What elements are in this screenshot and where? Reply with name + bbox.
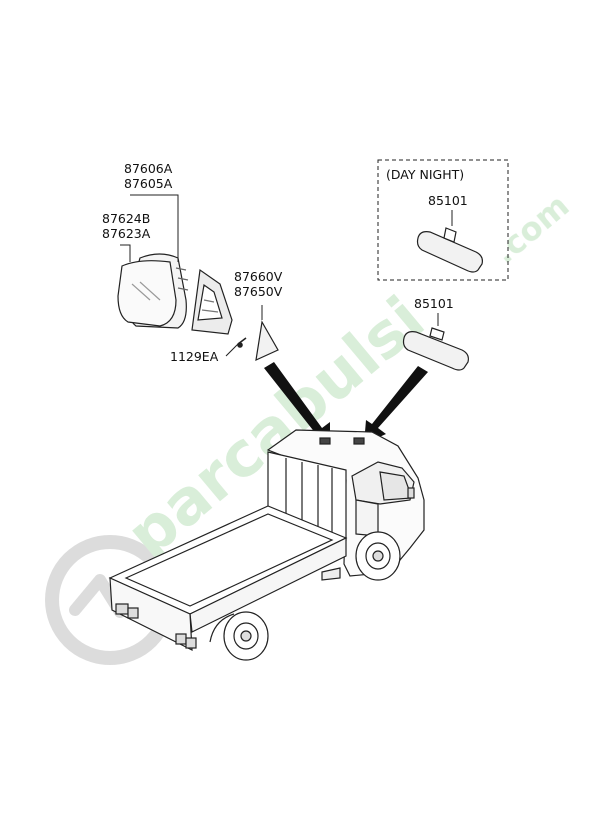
- truck-illustration: [108, 429, 425, 661]
- inside-mirror-daynight: [416, 227, 483, 273]
- inside-mirror: [402, 327, 469, 371]
- front-wheel: [355, 531, 401, 581]
- label-87660V: 87660V: [234, 269, 283, 284]
- rear-wheel: [209, 611, 269, 661]
- label-85101-daynight: 85101: [428, 193, 468, 208]
- label-87623A: 87623A: [102, 226, 151, 241]
- mirror-glass: [117, 260, 177, 327]
- label-85101: 85101: [414, 296, 454, 311]
- leader-lines-outside: [120, 194, 263, 357]
- watermark-suffix: .com: [486, 186, 577, 271]
- daynight-box: [377, 159, 509, 281]
- label-87605A: 87605A: [124, 176, 173, 191]
- arrow-to-cab-mirror: [264, 362, 330, 446]
- label-87650V: 87650V: [234, 284, 283, 299]
- label-87606A: 87606A: [124, 161, 173, 176]
- screw-icon: [237, 337, 247, 348]
- arrow-to-inside-mirror: [364, 366, 428, 444]
- outside-mirror-assembly: [117, 253, 247, 348]
- label-87624B: 87624B: [102, 211, 150, 226]
- label-1129EA: 1129EA: [170, 349, 219, 364]
- garnish-piece: [255, 320, 279, 362]
- daynight-box-label: (DAY NIGHT): [386, 167, 464, 182]
